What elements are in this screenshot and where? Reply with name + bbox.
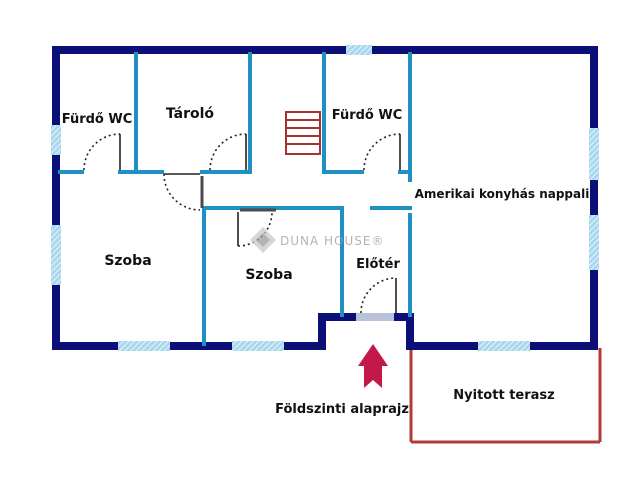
window-top (346, 45, 372, 55)
label-hall: Előtér (356, 257, 400, 272)
stairs-icon (285, 111, 321, 155)
windows (51, 45, 599, 351)
room-labels: Fürdő WC Tároló Fürdő WC Amerikai konyhá… (62, 106, 590, 417)
plan-title: Földszinti alaprajz (275, 402, 409, 417)
door-room-left (163, 173, 201, 211)
door-jambs (200, 176, 276, 212)
window-right-lower (589, 215, 599, 270)
window-left-upper (51, 125, 61, 155)
watermark: DUNA HOUSE® (250, 227, 384, 253)
label-room-left: Szoba (104, 253, 151, 269)
door-storage (209, 133, 247, 171)
window-bottom-left (118, 341, 170, 351)
terrace-outline (409, 348, 602, 444)
door-swings (83, 133, 401, 314)
watermark-text: DUNA HOUSE® (280, 234, 384, 248)
house-logo-icon (250, 227, 276, 253)
label-room-mid: Szoba (245, 267, 292, 283)
door-bath-left (83, 133, 121, 171)
label-bath-right: Fürdő WC (332, 108, 403, 123)
window-right-upper (589, 128, 599, 180)
label-storage: Tároló (166, 106, 215, 122)
label-living: Amerikai konyhás nappali (415, 187, 590, 201)
door-bath-right (363, 133, 401, 171)
label-terrace: Nyitott terasz (453, 388, 554, 403)
entrance-door-opening (356, 313, 394, 321)
window-bottom-mid (232, 341, 284, 351)
door-entrance (360, 277, 397, 314)
up-arrow-icon (358, 344, 388, 388)
window-left-lower (51, 225, 61, 285)
inner-walls (58, 52, 412, 346)
label-bath-left: Fürdő WC (62, 112, 133, 127)
window-bottom-right (478, 341, 530, 351)
